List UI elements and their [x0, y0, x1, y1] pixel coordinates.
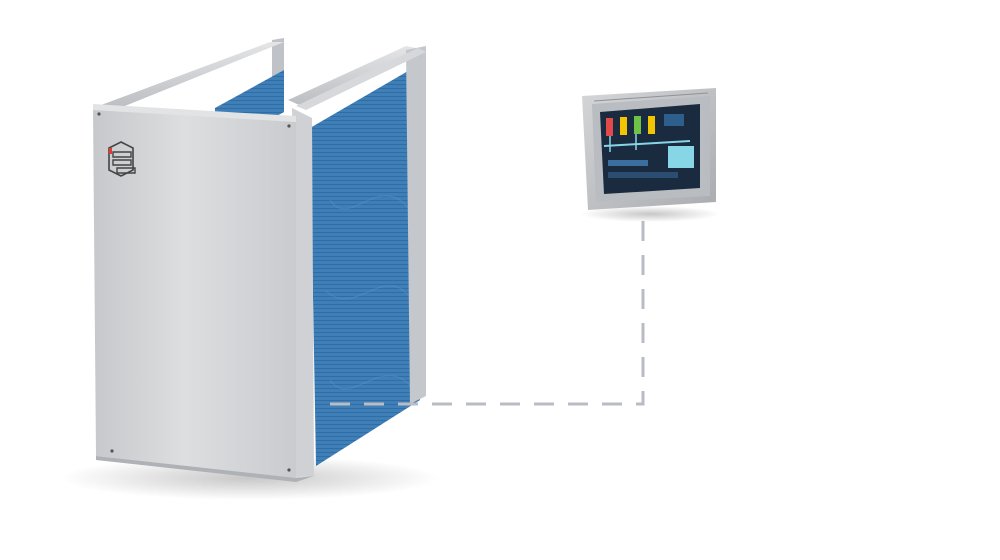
unit-top-rail-back [93, 42, 284, 112]
control-panel-hmi [580, 88, 720, 222]
hmi-screen-content [603, 114, 694, 178]
unit-corner-post [292, 108, 314, 476]
stacked-hexagon-logo-icon [108, 141, 136, 177]
unit-bottom-edge [96, 456, 314, 482]
unit-right-frame [406, 46, 426, 404]
hmi-screen-highlight [668, 146, 694, 168]
hmi-shadow [580, 206, 720, 222]
air-handling-unit [93, 38, 426, 482]
rivet [287, 124, 291, 128]
unit-front-panel-top-edge [93, 104, 296, 122]
rivet [97, 112, 101, 116]
rivet [287, 468, 291, 472]
unit-shadow [60, 456, 440, 500]
unit-coil-face [310, 64, 420, 466]
rivet [110, 449, 114, 453]
logo-accent [109, 148, 112, 154]
unit-front-panel [93, 108, 296, 478]
coil-waves [324, 195, 415, 391]
unit-right-frame-top [296, 48, 426, 110]
hmi-top-strip [593, 92, 709, 102]
dashed-connector-line [330, 214, 645, 406]
